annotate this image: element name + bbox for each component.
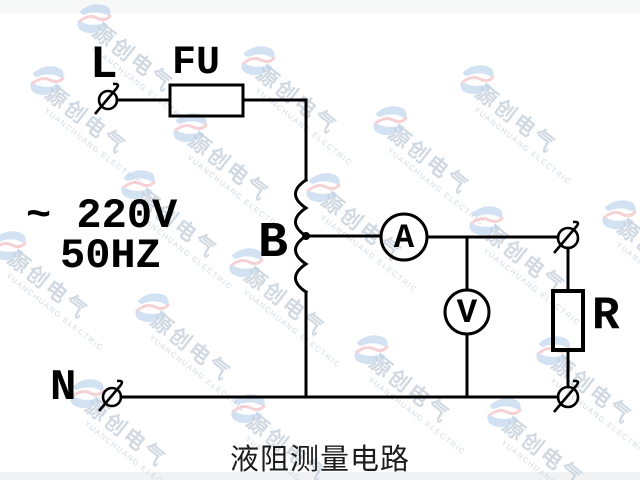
label-resistor: R bbox=[592, 290, 620, 342]
wire-fuse-to-corner bbox=[241, 98, 308, 182]
terminal-right-bottom bbox=[553, 379, 580, 413]
label-voltmeter: V bbox=[456, 295, 478, 333]
fuse-symbol bbox=[168, 83, 245, 118]
ammeter-symbol bbox=[379, 212, 429, 262]
bottom-margin-strip bbox=[0, 472, 640, 480]
label-supply-voltage: ~ 220V bbox=[26, 192, 178, 240]
label-ballast-coil: B bbox=[258, 215, 289, 272]
voltmeter-symbol bbox=[443, 288, 491, 336]
top-margin-strip bbox=[0, 0, 640, 13]
label-live-terminal: L bbox=[90, 39, 118, 91]
diagram-caption: 液阻测量电路 bbox=[229, 444, 410, 476]
terminal-right-top bbox=[553, 220, 580, 254]
terminal-l bbox=[94, 82, 120, 115]
terminal-n bbox=[98, 379, 124, 412]
label-fuse: FU bbox=[172, 41, 221, 86]
resistor-symbol bbox=[551, 289, 585, 352]
label-ammeter: A bbox=[393, 220, 415, 258]
label-supply-frequency: 50HZ bbox=[60, 232, 161, 280]
label-neutral-terminal: N bbox=[50, 363, 77, 413]
coil-tap-junction bbox=[302, 232, 310, 240]
